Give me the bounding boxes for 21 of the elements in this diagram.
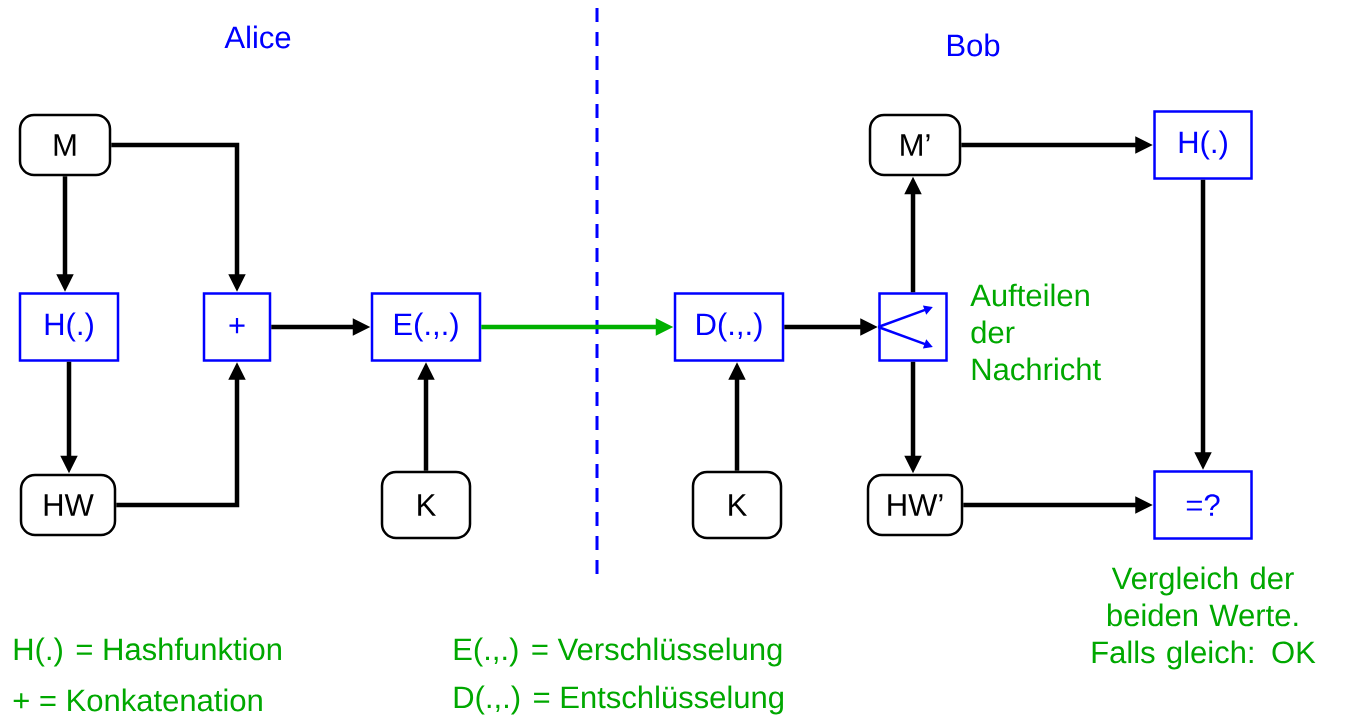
terminal-box: K — [691, 470, 783, 540]
terminal-box: K — [380, 470, 472, 540]
process-box: H(.) — [1153, 110, 1253, 180]
legend-text: H(.) = Hashfunktion — [14, 637, 281, 667]
terminal-box: HW’ — [866, 473, 964, 537]
process-box: D(.,.) — [673, 292, 785, 362]
legend-text: + = Konkatenation — [13, 688, 262, 712]
terminal-box: M’ — [868, 113, 962, 177]
party-label: Bob — [948, 33, 1000, 57]
annotation-text: Vergleich der beiden Werte. Falls gleich: OK — [1092, 566, 1316, 670]
splitter-box — [877, 292, 948, 362]
process-box: H(.) — [18, 292, 120, 362]
terminal-box: M — [18, 113, 112, 177]
annotation-text: Aufteilen der Nachricht — [970, 283, 1101, 381]
terminal-box: HW — [19, 473, 117, 537]
process-box: + — [202, 292, 272, 362]
party-label: Alice — [224, 25, 291, 49]
process-box: =? — [1153, 470, 1253, 540]
legend-text: E(.,.) = Verschlüsselung — [454, 637, 782, 667]
process-box: E(.,.) — [370, 292, 482, 362]
legend-text: D(.,.) = Entschlüsselung — [454, 685, 783, 715]
